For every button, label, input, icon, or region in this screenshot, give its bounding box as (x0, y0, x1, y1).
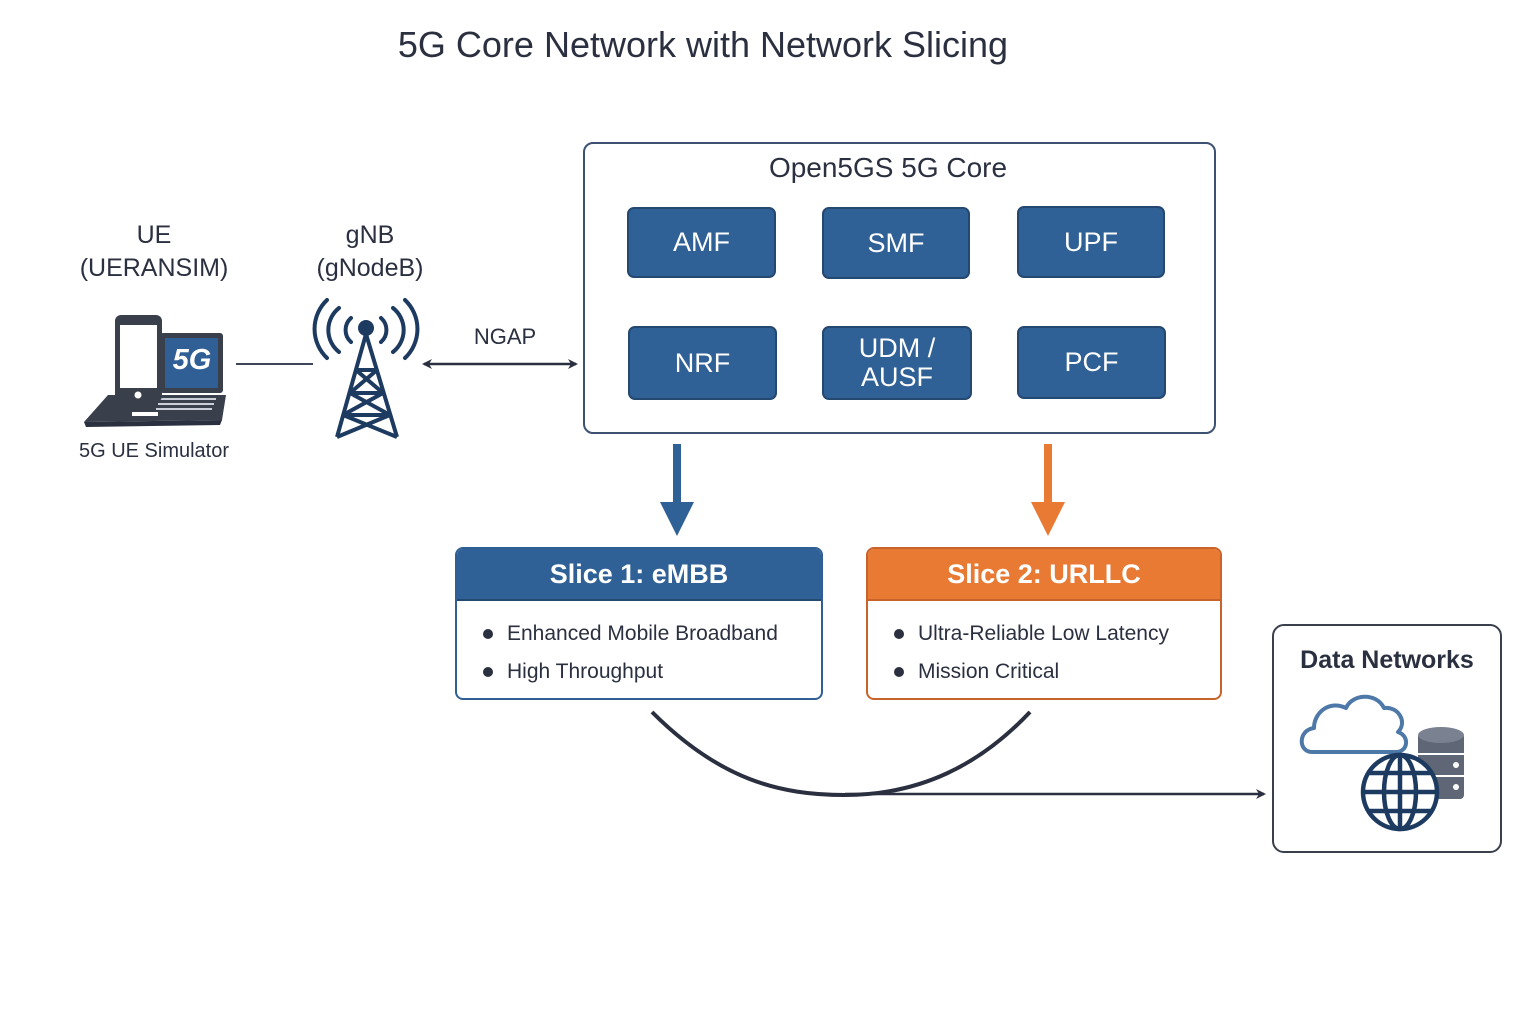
data-networks-title: Data Networks (1300, 646, 1474, 674)
nf-upf[interactable]: UPF (1017, 206, 1165, 278)
ue-5g-badge: 5G (172, 344, 212, 376)
bullet-text: Ultra-Reliable Low Latency (918, 622, 1169, 645)
bullet-dot-icon (894, 667, 904, 677)
slice-urllc-card[interactable]: Slice 2: URLLC Ultra-Reliable Low Latenc… (866, 547, 1222, 700)
nf-amf-label: AMF (673, 227, 730, 257)
slice-urllc-title: Slice 2: URLLC (868, 549, 1220, 601)
nf-smf[interactable]: SMF (822, 207, 970, 279)
nf-ausf-label: AUSF (860, 362, 933, 392)
slice-embb-title: Slice 1: eMBB (457, 549, 821, 601)
slice-urllc-bullets: Ultra-Reliable Low Latency Mission Criti… (868, 601, 1220, 691)
nf-udm-label: UDM / (858, 333, 936, 363)
ngap-label: NGAP (473, 324, 537, 349)
nf-udm-ausf[interactable]: UDM / AUSF (822, 326, 972, 400)
core-title: Open5GS 5G Core (768, 152, 1008, 183)
arrow-core-to-slice2 (1031, 444, 1065, 536)
ue-caption: 5G UE Simulator (78, 440, 230, 462)
nf-amf[interactable]: AMF (627, 207, 776, 278)
gnb-label: gNB (gNodeB) (290, 219, 450, 285)
bullet-dot-icon (483, 629, 493, 639)
bullet-item: Enhanced Mobile Broadband (483, 615, 821, 653)
bullet-text: Mission Critical (918, 660, 1060, 683)
ue-subtitle: (UERANSIM) (79, 254, 229, 282)
slice-embb-card[interactable]: Slice 1: eMBB Enhanced Mobile Broadband … (455, 547, 823, 700)
gnb-name: gNB (345, 221, 395, 249)
slice-embb-bullets: Enhanced Mobile Broadband High Throughpu… (457, 601, 821, 691)
bullet-dot-icon (483, 667, 493, 677)
nf-pcf-label: PCF (1064, 347, 1119, 377)
bullet-text: High Throughput (507, 660, 664, 683)
nf-upf-label: UPF (1064, 226, 1118, 257)
ue-name: UE (136, 221, 172, 249)
arrow-core-to-slice1 (660, 444, 694, 536)
gnb-subtitle: (gNodeB) (316, 254, 424, 282)
bullet-dot-icon (894, 629, 904, 639)
bullet-text: Enhanced Mobile Broadband (507, 622, 778, 645)
ue-label: UE (UERANSIM) (64, 219, 244, 285)
slices-merge-curve (650, 710, 1032, 798)
nf-nrf[interactable]: NRF (628, 326, 777, 400)
nf-smf-label: SMF (867, 227, 925, 258)
bullet-item: Mission Critical (894, 653, 1220, 691)
nf-pcf[interactable]: PCF (1017, 326, 1166, 399)
diagram-title: 5G Core Network with Network Slicing (397, 24, 1009, 65)
bullet-item: High Throughput (483, 653, 821, 691)
nf-nrf-label: NRF (674, 347, 731, 378)
bullet-item: Ultra-Reliable Low Latency (894, 615, 1220, 653)
